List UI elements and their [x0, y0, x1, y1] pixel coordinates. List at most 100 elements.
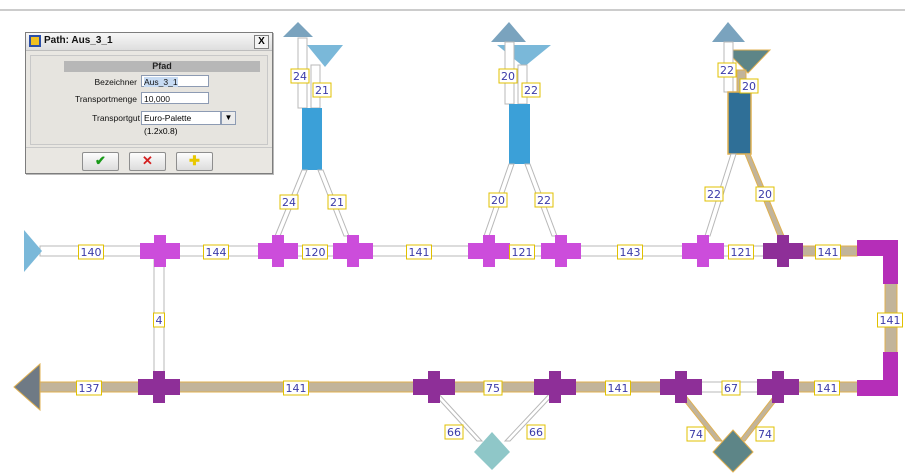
svg-text:22: 22: [524, 84, 538, 97]
path-labels: 140 144 120 141 121 143 121 141 137 141 75 141 67 141…: [76, 62, 903, 442]
label-bezeichner: Bezeichner: [94, 77, 137, 87]
source-triangle[interactable]: [24, 230, 42, 272]
dropdown-arrow-icon[interactable]: ▼: [221, 111, 236, 125]
svg-text:22: 22: [707, 188, 721, 201]
junction-bottom-4: [660, 371, 702, 403]
bottom-diamond-1: [474, 432, 510, 470]
bezeichner-value: Aus_3_1: [144, 77, 178, 87]
path-label: 141: [814, 380, 840, 396]
junction-top-2: [258, 235, 298, 267]
path-dialog: Path: Aus_3_1 X Pfad Bezeichner Aus_3_1 …: [25, 32, 273, 174]
dialog-body: Pfad Bezeichner Aus_3_1 Transportmenge 1…: [30, 55, 268, 145]
junction-top-6: [682, 235, 724, 267]
path-label: 66: [444, 424, 464, 440]
svg-text:22: 22: [720, 64, 734, 77]
svg-text:137: 137: [79, 382, 100, 395]
junction-top-4: [468, 235, 510, 267]
path-label: 4: [153, 312, 165, 328]
junction-top-3: [333, 235, 373, 267]
path-label: 141: [815, 244, 841, 260]
checkmark-icon: ✔: [95, 153, 106, 168]
junction-top-7: [763, 235, 803, 267]
corner-top-right[interactable]: [857, 240, 898, 284]
junction-bottom-5: [757, 371, 799, 403]
section-title: Pfad: [64, 61, 260, 72]
svg-text:141: 141: [880, 314, 901, 327]
svg-text:66: 66: [529, 426, 543, 439]
path-label: 20: [498, 68, 518, 84]
svg-text:121: 121: [731, 246, 752, 259]
junctions-bottom[interactable]: [138, 371, 799, 403]
plus-icon: ✚: [189, 153, 200, 168]
svg-text:141: 141: [409, 246, 430, 259]
path-label: 21: [327, 194, 347, 210]
transportgut-select[interactable]: Euro-Palette (1.2x0.8): [141, 111, 221, 136]
junction-bottom-1: [138, 371, 180, 403]
svg-text:21: 21: [315, 84, 329, 97]
add-button[interactable]: ✚: [176, 152, 213, 171]
transportmenge-input[interactable]: 10,000: [141, 92, 209, 104]
branch-1-buffer: [302, 108, 322, 170]
svg-text:140: 140: [81, 246, 102, 259]
svg-text:24: 24: [282, 196, 296, 209]
bottom-branch-1[interactable]: [430, 391, 558, 470]
path-label: 141: [406, 244, 432, 260]
svg-text:120: 120: [305, 246, 326, 259]
branch-3-down-triangle: [723, 49, 772, 74]
dialog-title: Path: Aus_3_1: [44, 35, 113, 46]
svg-text:20: 20: [491, 194, 505, 207]
path-label: 67: [721, 380, 741, 396]
app-icon: [29, 35, 41, 47]
svg-text:143: 143: [620, 246, 641, 259]
path-label: 22: [704, 186, 724, 202]
svg-text:21: 21: [330, 196, 344, 209]
svg-text:121: 121: [512, 246, 533, 259]
junction-top-5: [541, 235, 581, 267]
svg-text:74: 74: [689, 428, 703, 441]
svg-text:141: 141: [817, 382, 838, 395]
path-label: 75: [483, 380, 503, 396]
path-label: 137: [76, 380, 102, 396]
branch-1-up-triangle: [283, 22, 313, 37]
sink-triangle[interactable]: [13, 362, 41, 412]
bezeichner-input[interactable]: Aus_3_1: [141, 75, 209, 87]
path-label: 24: [279, 194, 299, 210]
branch-3[interactable]: [704, 22, 785, 237]
corner-bottom-right[interactable]: [857, 352, 898, 396]
junction-bottom-3: [534, 371, 576, 403]
path-label: 121: [728, 244, 754, 260]
path-label: 22: [717, 62, 737, 78]
path-label: 141: [283, 380, 309, 396]
cancel-button[interactable]: ✕: [129, 152, 166, 171]
path-label: 74: [755, 426, 775, 442]
svg-text:75: 75: [486, 382, 500, 395]
svg-text:22: 22: [537, 194, 551, 207]
close-button[interactable]: X: [254, 35, 269, 49]
branch-2-up-triangle: [491, 22, 526, 42]
junctions-top[interactable]: [140, 235, 803, 267]
dialog-titlebar[interactable]: Path: Aus_3_1 X: [26, 33, 272, 51]
confirm-button[interactable]: ✔: [82, 152, 119, 171]
branch-3-buffer: [727, 91, 752, 155]
path-label: 121: [509, 244, 535, 260]
branch-2-buffer: [509, 104, 530, 164]
svg-text:24: 24: [293, 70, 307, 83]
path-label: 141: [605, 380, 631, 396]
path-label: 144: [203, 244, 229, 260]
junction-top-1: [140, 235, 180, 267]
svg-text:20: 20: [758, 188, 772, 201]
path-label: 120: [302, 244, 328, 260]
path-label: 20: [488, 192, 508, 208]
path-label: 140: [78, 244, 104, 260]
path-label: 20: [755, 186, 775, 202]
svg-text:141: 141: [286, 382, 307, 395]
svg-text:20: 20: [501, 70, 515, 83]
dialog-button-row: ✔ ✕ ✚: [26, 147, 272, 172]
svg-text:141: 141: [608, 382, 629, 395]
bottom-branch-2[interactable]: [675, 391, 785, 473]
path-label: 24: [290, 68, 310, 84]
svg-text:141: 141: [818, 246, 839, 259]
path-label: 74: [686, 426, 706, 442]
svg-text:67: 67: [724, 382, 738, 395]
